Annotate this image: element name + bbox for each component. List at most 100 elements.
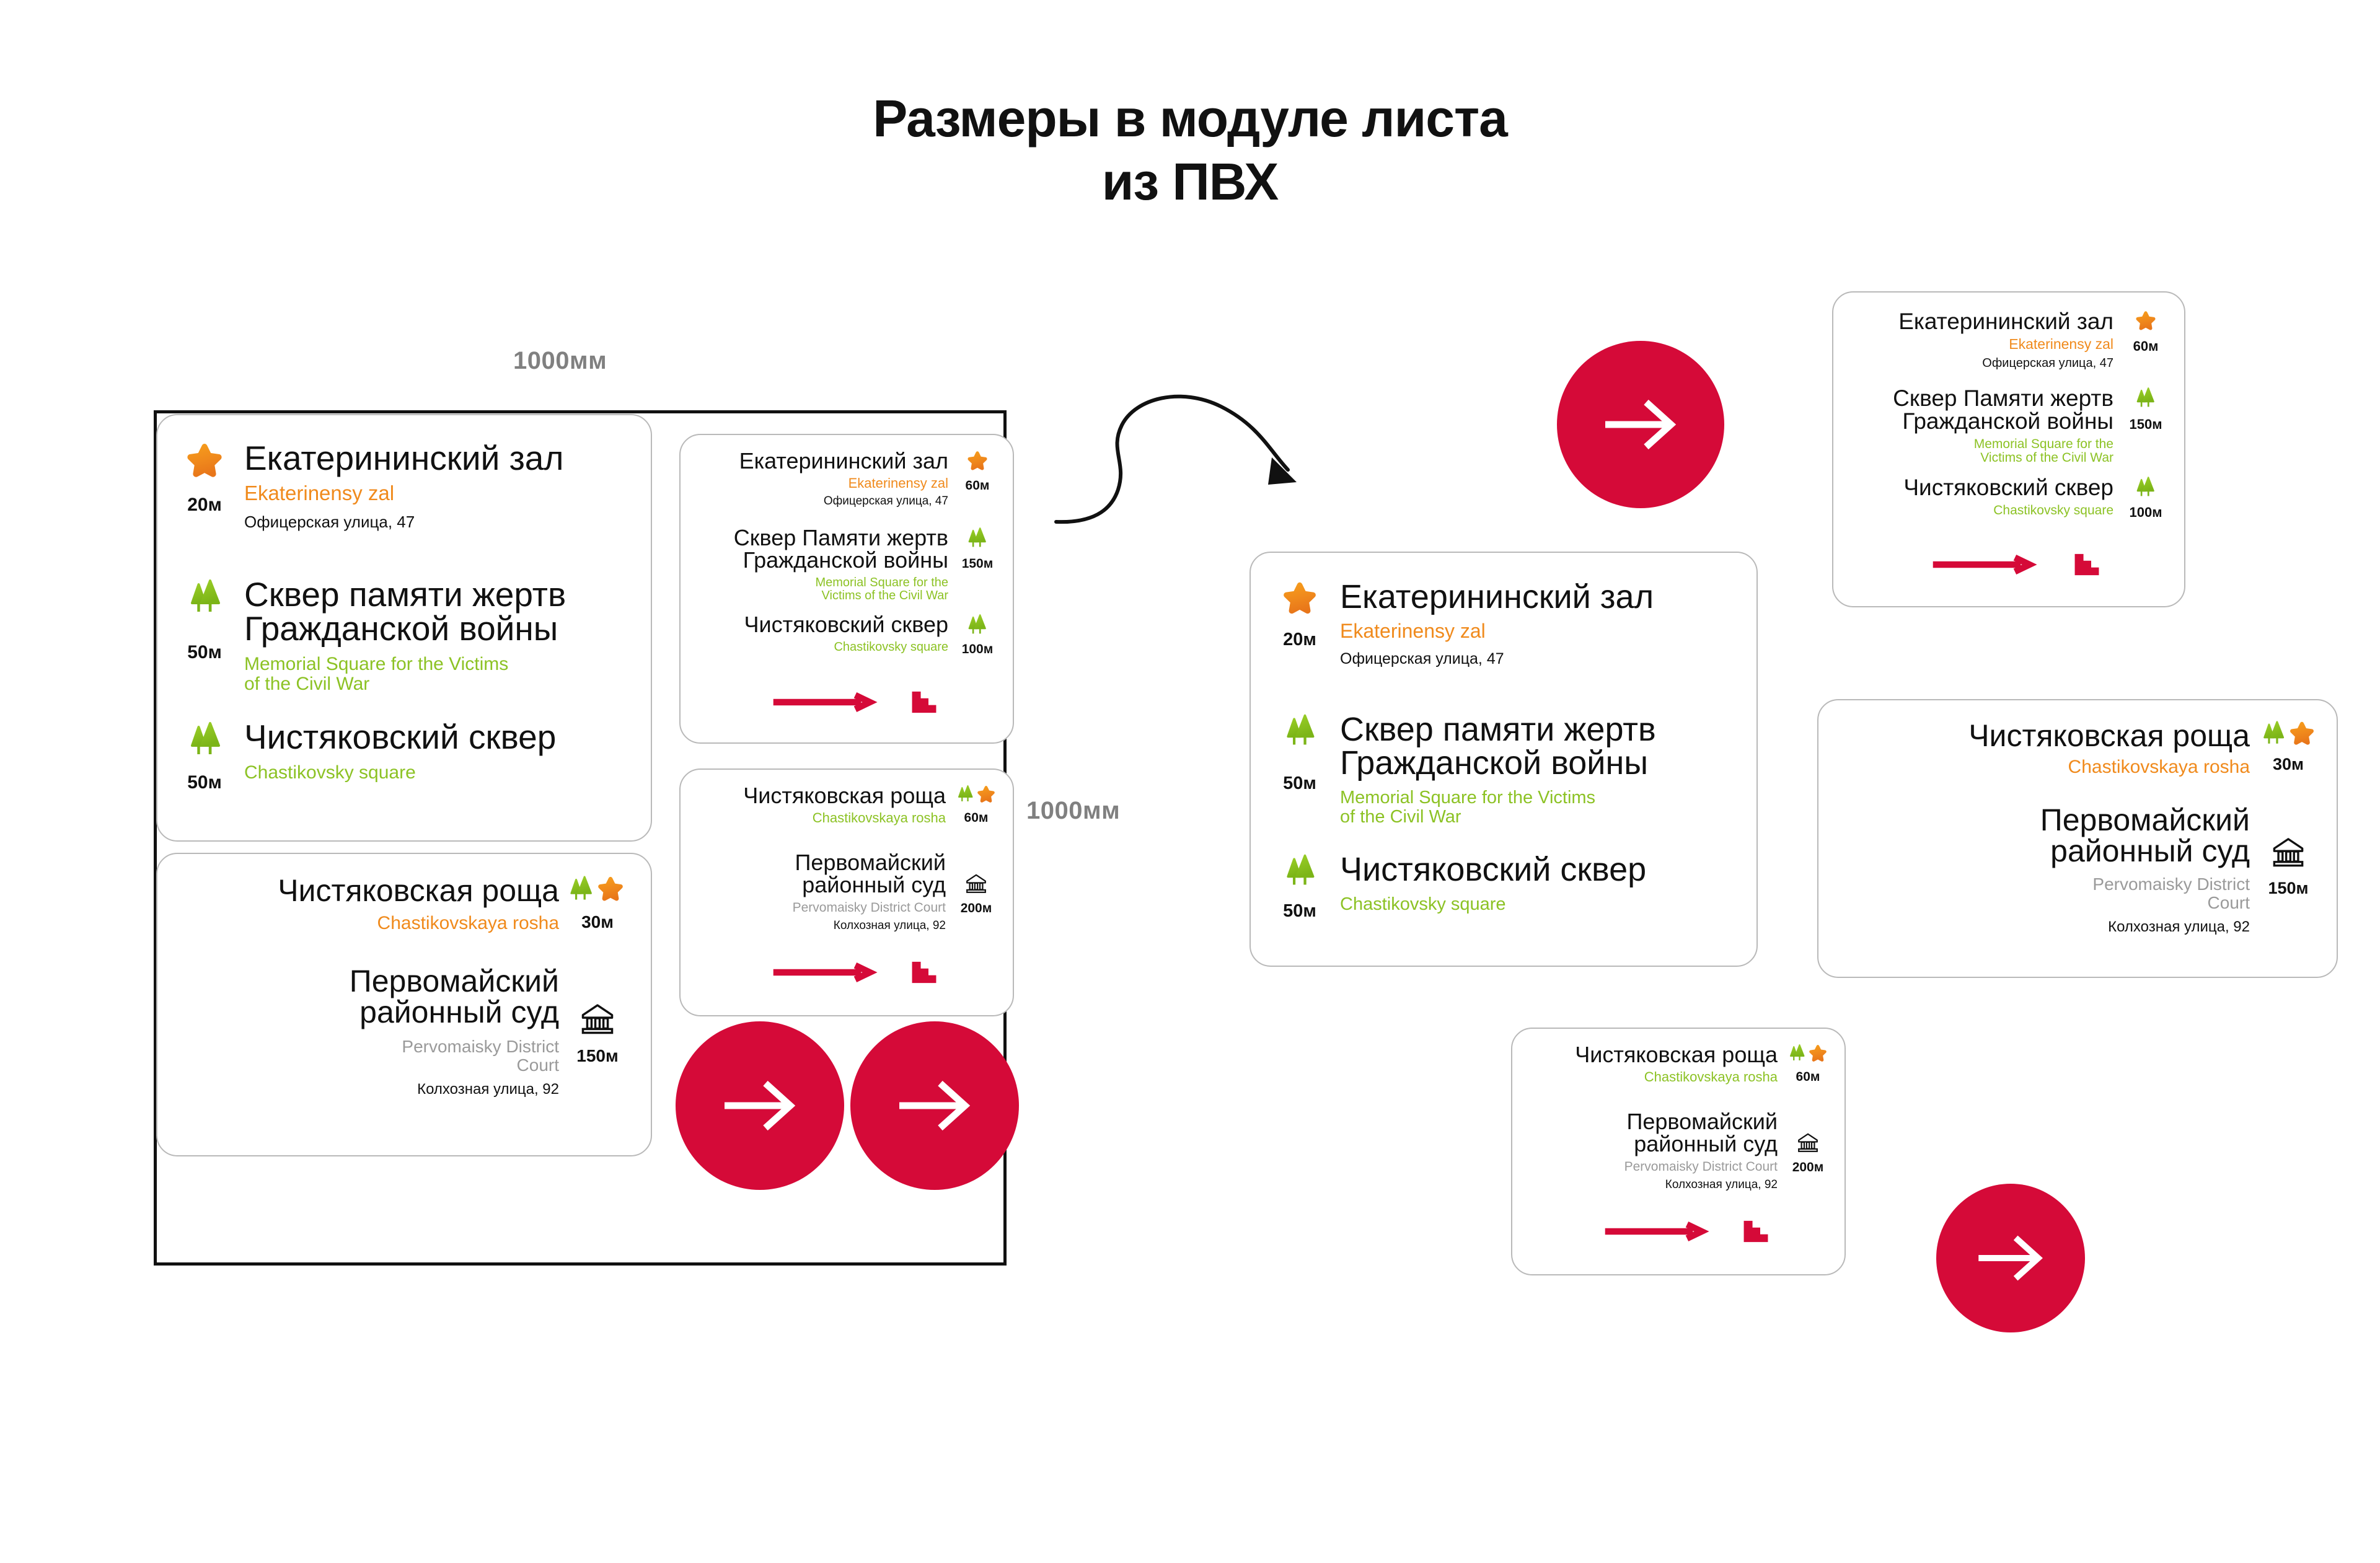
arrow-button-sheet-1[interactable]: [676, 1021, 844, 1190]
row-title-ru: Чистяковский сквер: [1903, 475, 2113, 500]
row-title-ru-line1: Первомайский: [2040, 803, 2250, 837]
row-title-en: Chastikovskaya rosha: [377, 913, 559, 933]
row-title-ru-line2: Гражданской войны: [1902, 408, 2113, 434]
row-distance: 150м: [2129, 416, 2162, 432]
row-title-ru-line2: Гражданской войны: [244, 609, 558, 648]
direction-arrow-row: [1593, 1220, 1841, 1243]
row-distance: 50м: [1283, 901, 1316, 921]
row-title-ru: Чистяковская роща: [1968, 718, 2250, 753]
row-distance: 20м: [1283, 630, 1316, 649]
row-title-en-line2: of the Civil War: [1340, 806, 1461, 827]
row-title-en: Chastikovskaya rosha: [2068, 757, 2250, 777]
row-title-en: Chastikovsky square: [244, 762, 416, 783]
star-icon: [1809, 1045, 1827, 1062]
stairs-down-icon: [912, 961, 937, 984]
trees-icon: [2136, 387, 2154, 408]
trees-icon: [2136, 477, 2154, 497]
arrow-button-sheet-2[interactable]: [850, 1021, 1019, 1190]
stairs-down-icon: [2074, 553, 2099, 576]
row-title-en-line2: Victims of the Civil War: [1980, 451, 2113, 465]
row-distance: 50м: [187, 642, 222, 663]
row-title-en-line2: Court: [516, 1055, 559, 1075]
trees-icon: [958, 785, 973, 802]
dimension-height-label: 1000мм: [1026, 797, 1121, 824]
row-title-ru-line1: Первомайский: [1626, 1109, 1778, 1134]
panel-right-middle[interactable]: Чистяковская роща Chastikovskaya rosha 3…: [1817, 699, 2338, 978]
courthouse-icon: [2273, 838, 2304, 867]
panel-small-left-bottom[interactable]: Чистяковская роща Chastikovskaya rosha 6…: [679, 768, 1014, 1016]
row-title-en-line1: Memorial Square for the: [1973, 437, 2113, 451]
row-title-ru: Чистяковская роща: [1575, 1042, 1778, 1067]
trees-icon: [1790, 1044, 1805, 1061]
panel-large-left-bottom[interactable]: Чистяковская роща Chastikovskaya rosha 3…: [156, 853, 652, 1156]
sign-row: 20м Екатерининский зал Ekaterinensy zal …: [1273, 580, 1744, 667]
row-distance: 30м: [581, 912, 614, 931]
arrow-right-icon: [1978, 1235, 2043, 1281]
sign-row: 20м Екатерининский зал Ekaterinensy zal …: [178, 441, 637, 531]
row-title-en-line1: Memorial Square for the Victims: [1340, 788, 1596, 808]
row-title-en: Chastikovsky square: [1340, 894, 1506, 914]
row-address: Офицерская улица, 47: [1982, 356, 2113, 371]
row-title-ru-line1: Сквер Памяти жертв: [733, 525, 948, 550]
direction-arrow-row: [1919, 553, 2179, 576]
trees-icon: [1287, 714, 1315, 746]
row-distance: 200м: [960, 901, 992, 915]
row-distance: 30м: [2272, 755, 2304, 773]
row-title-ru-line2: районный суд: [2050, 834, 2250, 868]
sign-row: Первомайский районный суд Pervomaisky Di…: [694, 852, 1000, 933]
sign-row: 50м Чистяковский сквер Chastikovsky squa…: [178, 720, 637, 793]
trees-icon: [1287, 854, 1315, 886]
row-distance: 50м: [187, 772, 222, 793]
row-title-ru: Екатерининский зал: [244, 439, 564, 477]
row-title-en-line1: Pervomaisky District: [2092, 874, 2250, 894]
row-address: Колхозная улица, 92: [833, 919, 946, 933]
panel-right-top[interactable]: Екатерининский зал Ekaterinensy zal Офиц…: [1832, 291, 2185, 607]
panel-center-large[interactable]: 20м Екатерининский зал Ekaterinensy zal …: [1250, 552, 1758, 967]
row-title-en-line2: of the Civil War: [244, 673, 370, 694]
sign-row: 50м Сквер памяти жертв Гражданской войны…: [1273, 713, 1744, 826]
row-title-ru: Чистяковский сквер: [744, 612, 948, 637]
sign-row: Сквер Памяти жертв Гражданской войны Mem…: [1847, 387, 2171, 465]
star-icon: [598, 876, 623, 901]
page-title-line1: Размеры в модуле листа: [873, 89, 1508, 147]
row-title-en-line2: Victims of the Civil War: [821, 589, 948, 603]
row-title-en: Ekaterinensy zal: [1340, 620, 1486, 642]
row-title-ru-line2: районный суд: [1634, 1131, 1778, 1156]
arrow-button-top[interactable]: [1557, 341, 1724, 508]
panel-right-bottom[interactable]: Чистяковская роща Chastikovskaya rosha 6…: [1511, 1028, 1846, 1275]
flow-curved-arrow: [1054, 394, 1297, 524]
row-address: Офицерская улица, 47: [1340, 649, 1504, 667]
star-icon: [2290, 721, 2314, 745]
arrow-right-icon: [1605, 399, 1677, 450]
row-distance: 150м: [576, 1046, 619, 1065]
row-distance: 100м: [2129, 504, 2162, 520]
row-address: Офицерская улица, 47: [244, 512, 415, 531]
row-distance: 60м: [965, 478, 990, 493]
row-title-ru: Чистяковский сквер: [244, 718, 557, 756]
panel-large-left-top[interactable]: 20м Екатерининский зал Ekaterinensy zal …: [156, 414, 652, 842]
row-title-en: Ekaterinensy zal: [2009, 336, 2113, 352]
row-title-en: Pervomaisky District Court: [792, 900, 946, 915]
sign-row: Чистяковский сквер Chastikovsky square 1…: [694, 614, 1000, 657]
row-distance: 50м: [1283, 773, 1316, 793]
star-icon: [2136, 311, 2156, 330]
sign-row: Чистяковская роща Chastikovskaya rosha 6…: [1526, 1044, 1832, 1085]
trees-icon: [570, 876, 592, 901]
row-title-en: Chastikovsky square: [834, 640, 948, 654]
page-title-line2: из ПВХ: [1101, 152, 1279, 211]
row-address: Колхозная улица, 92: [2108, 918, 2250, 936]
row-address: Колхозная улица, 92: [417, 1081, 559, 1098]
arrow-button-bottom[interactable]: [1936, 1184, 2085, 1332]
row-title-en: Chastikovsky square: [1993, 503, 2113, 517]
page-title: Размеры в модуле листа из ПВХ: [0, 87, 2380, 214]
row-title-ru-line2: районный суд: [359, 995, 559, 1029]
dimension-width-label: 1000мм: [513, 347, 607, 374]
row-distance: 20м: [187, 495, 222, 515]
row-distance: 60м: [1796, 1070, 1820, 1084]
panel-small-left-top[interactable]: Екатерининский зал Ekaterinensy zal Офиц…: [679, 434, 1014, 744]
row-title-ru: Чистяковская роща: [278, 873, 559, 908]
row-title-ru: Екатерининский зал: [739, 448, 948, 473]
sign-row: Екатерининский зал Ekaterinensy zal Офиц…: [694, 450, 1000, 508]
star-icon: [977, 786, 995, 803]
row-title-en-line1: Memorial Square for the Victims: [244, 654, 509, 674]
